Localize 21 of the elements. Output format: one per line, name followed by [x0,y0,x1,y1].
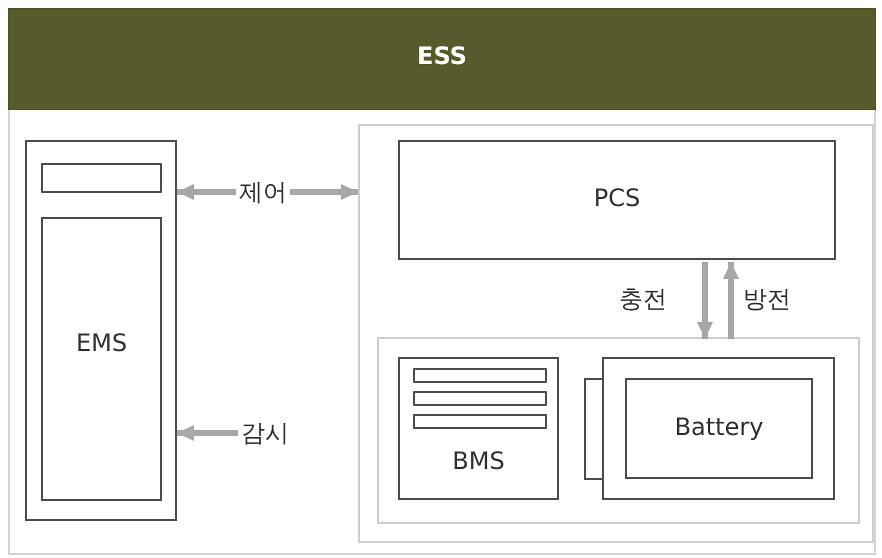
panel-box [358,124,874,543]
process-box [398,357,559,500]
module-bar [413,391,547,406]
panel-bar [41,163,162,193]
process-box [41,217,162,501]
battery-case-box [602,357,835,500]
module-bar [413,368,547,383]
process-box [625,378,813,479]
arrow [177,425,240,441]
process-box [398,140,836,260]
node-label: BMS [452,447,505,475]
cabinet-box [25,140,177,521]
arrow [697,262,713,339]
node-label: Battery [674,413,764,441]
node-label: PCS [594,184,640,212]
title-text: ESS [417,42,467,70]
node-label: EMS [76,329,128,357]
module-bar [413,414,547,429]
system-frame [8,8,876,555]
arrow [723,262,739,339]
panel-box [377,337,860,524]
